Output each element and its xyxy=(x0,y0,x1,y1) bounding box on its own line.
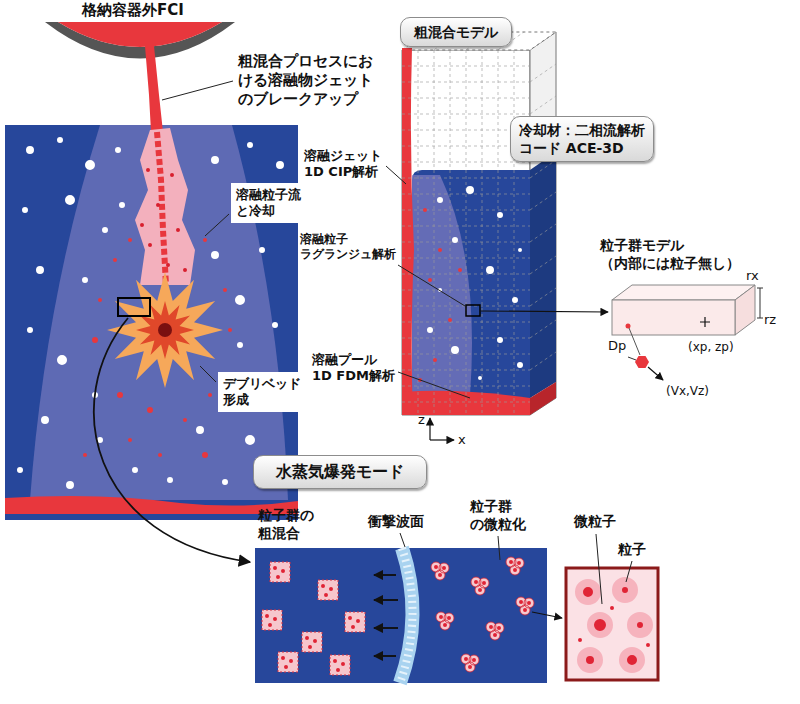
box-text: 粗混合モデル xyxy=(414,23,498,41)
model-plume xyxy=(412,175,472,395)
explosion-center xyxy=(158,323,172,337)
melt-jet xyxy=(145,46,163,132)
shock-front-texture xyxy=(400,548,413,683)
jet-core xyxy=(157,132,166,285)
melt-pool xyxy=(5,496,298,514)
box-text: デブリベッド 形成 xyxy=(223,376,301,408)
part-label: 粒子 xyxy=(618,540,646,558)
model-grid xyxy=(402,32,556,415)
annotation-box: デブリベッド 形成 xyxy=(218,372,306,412)
shock-front xyxy=(400,548,413,683)
velocity-label: (Vx,Vz) xyxy=(666,384,709,399)
axis-label: z xyxy=(418,412,425,428)
inset-box xyxy=(566,568,658,680)
axis-label: x xyxy=(458,432,466,448)
fragmented-groups xyxy=(431,557,534,672)
stage-label: 衝撃波面 xyxy=(368,512,424,530)
coarse-groups xyxy=(262,562,365,675)
dimension-label: rx xyxy=(746,268,759,284)
group-box-side xyxy=(735,285,755,335)
shock-arrow xyxy=(374,627,398,629)
panel-title-box: 粗混合モデル xyxy=(400,17,512,47)
shock-arrow xyxy=(374,574,396,576)
zoom-frame xyxy=(466,305,480,316)
particle-point xyxy=(626,324,631,329)
water-band xyxy=(255,548,547,683)
panel-title-box: 水蒸気爆発モード xyxy=(253,455,427,489)
model-label: 溶融粒子 ラグランジュ解析 xyxy=(300,232,396,262)
zoom-arrow xyxy=(481,311,608,312)
inset-particles xyxy=(578,587,650,665)
axis-z xyxy=(429,418,430,440)
coarse-particles xyxy=(265,566,360,672)
model-water-side xyxy=(530,152,556,398)
coordinate-label: (xp, zp) xyxy=(688,340,734,355)
coolant-code-box: 冷却材：二相流解析 コード ACE-3D xyxy=(510,116,654,162)
shock-arrow xyxy=(374,655,396,657)
explosion-burst xyxy=(107,272,223,388)
part-label: 微粒子 xyxy=(574,512,616,530)
particle-symbol xyxy=(635,356,649,368)
model-jet xyxy=(402,48,414,415)
process-label: 粗混合プロセスにお ける溶融物ジェット のブレークアップ xyxy=(238,52,373,109)
dimension-line xyxy=(628,357,636,360)
explosion-core xyxy=(136,301,194,359)
box-text: 溶融粒子流 と冷却 xyxy=(236,187,301,219)
group-box-front xyxy=(612,300,735,335)
shock-arrow xyxy=(374,599,398,601)
zoom-frame xyxy=(118,298,150,316)
fragment-particles xyxy=(434,560,531,669)
model-melt-pool-side xyxy=(530,382,556,415)
centre-mark xyxy=(700,317,710,327)
box-text: 水蒸気爆発モード xyxy=(276,462,404,482)
figure-heading: 格納容器外FCI xyxy=(82,1,184,20)
inset-groups xyxy=(575,577,653,673)
jet-breakup-cloud xyxy=(135,128,195,285)
shock-arrows xyxy=(374,575,398,656)
melt-droplets xyxy=(140,168,187,272)
stage-label: 粒子群 の微粒化 xyxy=(470,497,526,533)
model-bubbles xyxy=(427,186,523,380)
model-label: 溶融ジェット 1D CIP解析 xyxy=(304,148,382,180)
dimension-label: rz xyxy=(764,312,776,328)
stage-label: 粒子群の 粗混合 xyxy=(258,506,314,542)
box-text: 冷却材：二相流解析 コード ACE-3D xyxy=(519,121,645,157)
zoom-arrow xyxy=(94,318,250,562)
model-label: 溶融プール 1D FDM解析 xyxy=(312,352,395,384)
group-box-top xyxy=(612,285,755,300)
zoom-arrow xyxy=(532,612,562,618)
leader-line xyxy=(629,328,640,355)
model-label: 粒子群モデル （内部には粒子無し） xyxy=(600,236,740,272)
model-side xyxy=(530,32,556,415)
axis-x xyxy=(430,439,454,440)
vessel-melt xyxy=(58,22,222,47)
vessel-wall xyxy=(45,22,235,59)
dimension-label: Dp xyxy=(608,338,626,354)
dimension-line xyxy=(757,288,763,318)
model-particles xyxy=(418,208,462,382)
velocity-arrow xyxy=(648,367,663,380)
annotation-box: 溶融粒子流 と冷却 xyxy=(231,183,306,223)
melt-particles xyxy=(83,238,232,458)
